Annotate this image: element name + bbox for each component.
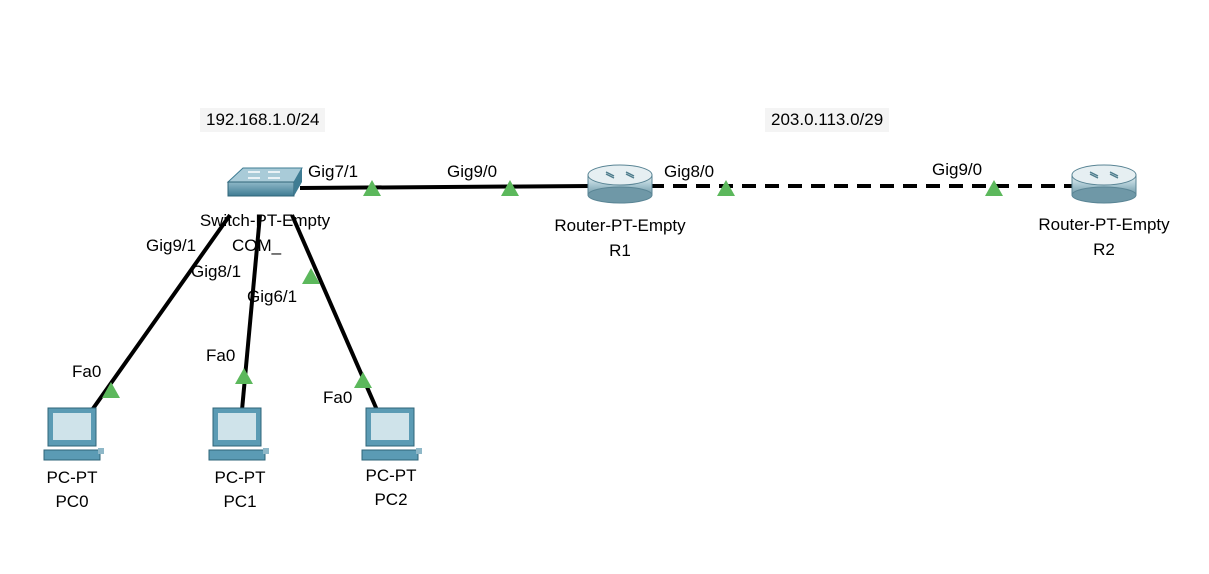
- link-status-icon: [235, 368, 253, 384]
- link-status-icon: [717, 180, 735, 196]
- port-label-r1-gig8-0: Gig8/0: [664, 162, 715, 181]
- port-label-r1-gig9-0: Gig9/0: [447, 162, 498, 181]
- link-status-icon: [302, 268, 320, 284]
- device-model-pc0: PC-PT: [46, 468, 98, 487]
- device-name-pc0: PC0: [55, 492, 89, 511]
- router-icon[interactable]: [587, 164, 653, 204]
- port-label-pc2-fa0: Fa0: [323, 388, 353, 407]
- network-label-wan: 203.0.113.0/29: [765, 108, 890, 132]
- switch-icon[interactable]: [226, 167, 303, 197]
- link-status-icon: [354, 372, 372, 388]
- device-name-r2: R2: [1093, 240, 1115, 259]
- pc-icon[interactable]: [361, 407, 422, 461]
- link-status-icon: [363, 180, 381, 196]
- port-label-r2-gig9-0: Gig9/0: [932, 160, 983, 179]
- port-label-sw-gig9-1: Gig9/1: [146, 236, 197, 255]
- network-label-lan: 192.168.1.0/24: [200, 108, 326, 132]
- device-name-switch: COM_: [232, 236, 282, 255]
- link-status-icon: [501, 180, 519, 196]
- port-label-sw-gig6-1: Gig6/1: [247, 287, 298, 306]
- device-model-switch: Switch-PT-Empty: [199, 211, 331, 230]
- link-switch-pc0[interactable]: [90, 213, 232, 412]
- port-label-sw-gig7-1: Gig7/1: [308, 162, 359, 181]
- device-name-pc2: PC2: [374, 490, 408, 509]
- device-model-r1: Router-PT-Empty: [554, 216, 686, 235]
- link-switch-r1[interactable]: [299, 184, 591, 190]
- device-model-pc2: PC-PT: [365, 466, 417, 485]
- device-name-r1: R1: [609, 241, 631, 260]
- device-name-pc1: PC1: [223, 492, 257, 511]
- device-model-pc1: PC-PT: [214, 468, 266, 487]
- pc-icon[interactable]: [43, 407, 104, 461]
- link-status-icon: [102, 382, 120, 398]
- router-icon[interactable]: [1071, 164, 1137, 204]
- device-model-r2: Router-PT-Empty: [1038, 215, 1170, 234]
- port-label-pc1-fa0: Fa0: [206, 346, 236, 365]
- port-label-pc0-fa0: Fa0: [72, 362, 102, 381]
- pc-icon[interactable]: [208, 407, 269, 461]
- link-status-icon: [985, 180, 1003, 196]
- port-label-sw-gig8-1: Gig8/1: [191, 262, 242, 281]
